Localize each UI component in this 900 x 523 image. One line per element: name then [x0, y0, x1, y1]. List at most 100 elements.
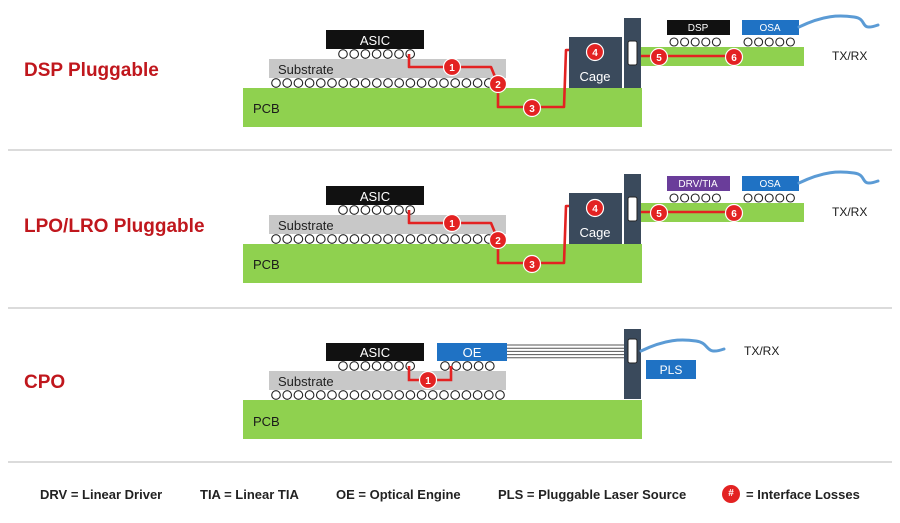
legend-pls: PLS = Pluggable Laser Source	[498, 487, 687, 502]
solder-ball	[360, 234, 371, 244]
solder-ball	[382, 49, 393, 59]
solder-ball	[371, 390, 382, 400]
solder-ball	[427, 390, 438, 400]
solder-ball	[461, 234, 472, 244]
solder-ball	[775, 193, 785, 203]
solder-ball	[394, 49, 404, 59]
substrate-label: Substrate	[278, 62, 334, 77]
asic-ball-grid	[338, 49, 416, 59]
module-chip-ball-grid	[669, 193, 721, 203]
solder-ball	[669, 193, 679, 203]
solder-ball	[461, 390, 472, 400]
solder-ball	[680, 37, 690, 47]
solder-ball	[349, 78, 360, 88]
loss-badge-icon	[649, 203, 669, 223]
substrate-label: Substrate	[278, 218, 334, 233]
loss-badge-label: 1	[449, 63, 455, 74]
pcb	[243, 400, 642, 439]
solder-ball	[711, 193, 721, 203]
solder-ball	[371, 234, 382, 244]
solder-ball	[440, 361, 450, 371]
solder-ball	[439, 78, 449, 88]
solder-ball	[785, 37, 795, 47]
solder-ball	[382, 361, 393, 371]
solder-ball	[394, 390, 405, 400]
solder-ball	[416, 390, 427, 400]
loss-badge-label: 6	[731, 53, 737, 64]
solder-ball	[315, 234, 326, 244]
loss-badge-label: 3	[529, 104, 535, 115]
legend: DRV = Linear Driver TIA = Linear TIA OE …	[0, 481, 900, 511]
osa-label: OSA	[759, 23, 780, 34]
loss-badge-icon	[488, 74, 508, 94]
solder-ball	[484, 361, 495, 371]
solder-ball	[495, 390, 505, 400]
solder-ball	[383, 78, 393, 88]
solder-ball	[382, 205, 393, 215]
solder-ball	[338, 49, 348, 59]
legend-tia: TIA = Linear TIA	[200, 487, 299, 502]
solder-ball	[461, 78, 472, 88]
substrate-label: Substrate	[278, 374, 334, 389]
solder-ball	[785, 193, 795, 203]
row-title-lpo: LPO/LRO Pluggable	[24, 216, 205, 237]
solder-ball	[349, 49, 360, 59]
solder-ball	[405, 78, 416, 88]
pls-label: PLS	[660, 363, 683, 377]
loss-badge-icon	[488, 230, 508, 250]
solder-ball	[304, 234, 315, 244]
loss-badge-icon	[522, 98, 542, 118]
solder-ball	[450, 78, 461, 88]
solder-ball	[338, 390, 349, 400]
solder-ball	[701, 37, 711, 47]
solder-ball	[701, 193, 711, 203]
loss-badge-icon	[522, 254, 542, 274]
solder-ball	[473, 361, 484, 371]
solder-ball	[271, 234, 281, 244]
solder-ball	[483, 390, 494, 400]
osa-ball-grid	[743, 193, 795, 203]
solder-ball	[405, 390, 416, 400]
fiber	[797, 170, 880, 185]
solder-ball	[293, 234, 304, 244]
solder-ball	[371, 361, 382, 371]
solder-ball	[690, 193, 700, 203]
solder-ball	[754, 37, 764, 47]
module-chip-label: DRV/TIA	[678, 179, 718, 190]
solder-ball	[439, 390, 449, 400]
loss-badge-icon	[585, 42, 605, 62]
loss-badge-label: 3	[529, 260, 535, 271]
pcb-label: PCB	[253, 414, 280, 429]
loss-badge-label: 5	[656, 53, 662, 64]
electrical-trace	[407, 204, 590, 265]
solder-ball	[754, 193, 764, 203]
loss-badge-icon	[418, 370, 438, 390]
fiber	[639, 338, 726, 353]
solder-ball	[371, 78, 382, 88]
solder-ball	[282, 78, 293, 88]
txrx-label: TX/RX	[744, 344, 779, 358]
solder-ball	[416, 234, 427, 244]
solder-ball	[383, 234, 393, 244]
substrate	[269, 371, 506, 390]
solder-ball	[293, 78, 304, 88]
txrx-label: TX/RX	[832, 49, 867, 63]
cage-label: Cage	[579, 69, 610, 84]
asic-ball-grid	[338, 205, 416, 215]
loss-badge-label: 6	[731, 209, 737, 220]
txrx-label: TX/RX	[832, 205, 867, 219]
loss-badge-label: 4	[592, 48, 598, 59]
asic-label: ASIC	[360, 189, 390, 204]
connector-slot-icon	[627, 196, 638, 222]
solder-ball	[669, 37, 679, 47]
solder-ball	[360, 78, 371, 88]
solder-ball	[383, 390, 393, 400]
asic-label: ASIC	[360, 33, 390, 48]
solder-ball	[315, 390, 326, 400]
legend-losses: = Interface Losses	[746, 487, 860, 502]
solder-ball	[315, 78, 326, 88]
solder-ball	[775, 37, 785, 47]
module-chip-label: DSP	[688, 23, 709, 34]
solder-ball	[680, 193, 690, 203]
loss-badge-label: 2	[495, 236, 501, 247]
